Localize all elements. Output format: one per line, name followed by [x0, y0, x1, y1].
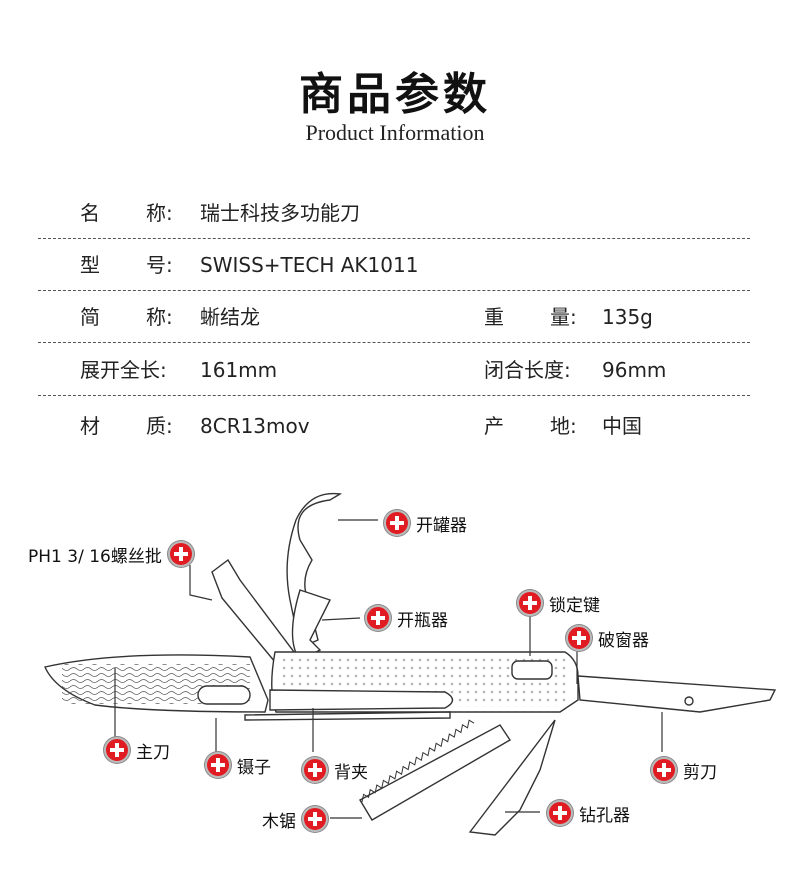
dashed-divider	[38, 238, 750, 239]
back-clip	[269, 689, 454, 711]
swiss-cross-icon	[566, 625, 592, 651]
callout-window-breaker: 破窗器	[566, 625, 649, 651]
callout-main-blade: 主刀	[104, 737, 170, 763]
bottle-opener-tool	[291, 589, 331, 661]
spec-row-length: 展开全长: 161mm 闭合长度: 96mm	[38, 344, 750, 396]
spec-value-model: SWISS+TECH AK1011	[200, 253, 419, 277]
spec-label: 材质:	[80, 414, 173, 438]
callout-label: 开罐器	[416, 515, 467, 536]
callout-label: 背夹	[334, 762, 368, 783]
spec-label: 名称:	[80, 201, 173, 225]
callout-back-clip: 背夹	[302, 757, 368, 783]
dashed-divider	[38, 342, 750, 343]
tweezers-tool	[244, 711, 451, 721]
drill-tool	[468, 719, 556, 836]
callout-label: 钻孔器	[579, 805, 630, 826]
spec-row-model: 型号: SWISS+TECH AK1011	[38, 239, 750, 291]
spec-value-open-length: 161mm	[200, 358, 278, 382]
callout-label: 破窗器	[598, 630, 649, 651]
callout-label: 镊子	[237, 757, 271, 778]
callout-wood-saw: 木锯	[262, 806, 328, 832]
blade-slot	[197, 685, 251, 705]
callout-bottle-opener: 开瓶器	[365, 605, 448, 631]
swiss-cross-icon	[547, 800, 573, 826]
swiss-cross-icon	[365, 605, 391, 631]
swiss-cross-icon	[167, 541, 194, 567]
swiss-cross-icon	[302, 806, 328, 832]
multitool-illustration	[44, 492, 777, 836]
spec-label: 产地:	[484, 414, 577, 438]
swiss-cross-icon	[517, 590, 543, 616]
swiss-cross-icon	[104, 737, 130, 763]
callout-drill: 钻孔器	[547, 800, 630, 826]
wood-saw-tool	[359, 724, 511, 821]
spec-value-name: 瑞士科技多功能刀	[200, 201, 360, 225]
spec-label: 型号:	[80, 253, 173, 277]
callout-screwdriver: PH1 3/ 16螺丝批	[28, 541, 194, 567]
spec-row-material-origin: 材质: 8CR13mov 产地: 中国	[38, 400, 750, 452]
spec-row-name: 名称: 瑞士科技多功能刀	[38, 187, 750, 239]
callout-label: 主刀	[136, 742, 170, 763]
spec-value-weight: 135g	[602, 305, 653, 329]
spec-value-origin: 中国	[602, 414, 642, 438]
callout-label: 木锯	[262, 811, 296, 832]
scissors-tool	[577, 675, 777, 713]
lock-key	[511, 660, 553, 680]
dashed-divider	[38, 395, 750, 396]
page-title: 商品参数	[299, 69, 491, 120]
spec-row-short-weight: 简称: 蜥结龙 重量: 135g	[38, 291, 750, 343]
swiss-cross-icon	[651, 757, 677, 783]
callout-label: 锁定键	[549, 595, 600, 616]
callout-label: 剪刀	[683, 762, 717, 783]
spec-label: 重量:	[484, 305, 577, 329]
swiss-cross-icon	[384, 510, 410, 536]
callout-can-opener: 开罐器	[384, 510, 467, 536]
spec-label: 闭合长度:	[484, 358, 571, 382]
page-subtitle: Product Information	[305, 120, 485, 145]
swiss-cross-icon	[205, 752, 231, 778]
dashed-divider	[38, 290, 750, 291]
spec-value-short: 蜥结龙	[200, 305, 260, 329]
callout-label: 开瓶器	[397, 610, 448, 631]
callout-label: PH1 3/ 16螺丝批	[28, 546, 162, 567]
callout-tweezers: 镊子	[205, 752, 271, 778]
spec-label: 展开全长:	[80, 358, 167, 382]
swiss-cross-icon	[302, 757, 328, 783]
callout-lock-key: 锁定键	[517, 590, 600, 616]
spec-value-closed-length: 96mm	[602, 358, 667, 382]
spec-value-material: 8CR13mov	[200, 414, 310, 438]
callout-scissors: 剪刀	[651, 757, 717, 783]
spec-label: 简称:	[80, 305, 173, 329]
